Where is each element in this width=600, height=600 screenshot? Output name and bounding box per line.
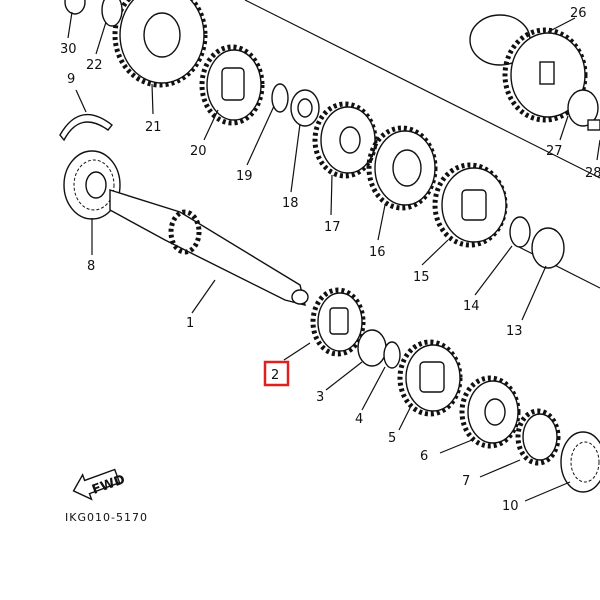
washer-3 — [357, 329, 387, 367]
washer-18 — [290, 89, 320, 127]
boundary-line — [244, 0, 600, 179]
washer-13 — [531, 227, 565, 269]
part-label-18[interactable]: 18 — [282, 196, 299, 211]
part-label-14[interactable]: 14 — [463, 299, 480, 314]
gear-21 — [112, 0, 208, 88]
drawing-code: IKG010-5170 — [65, 511, 148, 524]
gear-16 — [366, 125, 438, 211]
part-label-13[interactable]: 13 — [506, 324, 523, 339]
gear-2 — [310, 287, 366, 357]
gear-6 — [459, 375, 521, 449]
part-label-17[interactable]: 17 — [324, 220, 341, 235]
part-label-26[interactable]: 26 — [570, 6, 587, 21]
gear-17 — [312, 101, 378, 179]
part-label-20[interactable]: 20 — [190, 144, 207, 159]
gear-5 — [397, 339, 463, 417]
circlip-14 — [509, 216, 531, 248]
circlip-9 — [59, 113, 113, 142]
highlight-box — [263, 360, 290, 387]
part-label-15[interactable]: 15 — [413, 270, 430, 285]
gear-7 — [515, 408, 561, 466]
part-label-21[interactable]: 21 — [145, 120, 162, 135]
main-axle-1 — [109, 189, 309, 306]
part-label-6[interactable]: 6 — [420, 449, 428, 464]
part-label-4[interactable]: 4 — [355, 412, 363, 427]
part-label-9[interactable]: 9 — [67, 72, 75, 87]
bolt-28 — [587, 119, 600, 131]
part-label-3[interactable]: 3 — [316, 390, 324, 405]
part-label-30[interactable]: 30 — [60, 42, 77, 57]
circlip-19 — [271, 83, 289, 113]
boundary-line — [514, 244, 600, 289]
part-label-27[interactable]: 27 — [546, 144, 563, 159]
bearing-10 — [560, 431, 600, 493]
part-label-22[interactable]: 22 — [86, 58, 103, 73]
part-label-8[interactable]: 8 — [87, 259, 95, 274]
part-label-5[interactable]: 5 — [388, 431, 396, 446]
part-label-1[interactable]: 1 — [186, 316, 194, 331]
fwd-arrow-icon — [72, 468, 121, 501]
circlip-4 — [383, 341, 401, 369]
part-label-10[interactable]: 10 — [502, 499, 519, 514]
leader-lines — [67, 11, 600, 502]
part-label-16[interactable]: 16 — [369, 245, 386, 260]
gear-15 — [432, 162, 508, 248]
part-label-7[interactable]: 7 — [462, 474, 470, 489]
gear-26 — [469, 14, 588, 123]
bearing-30 — [64, 0, 86, 15]
part-label-19[interactable]: 19 — [236, 169, 253, 184]
washer-22 — [101, 0, 123, 27]
lock-washer-27 — [567, 89, 599, 127]
part-label-28[interactable]: 28 — [585, 166, 600, 181]
gear-20 — [199, 44, 265, 126]
part-label-2[interactable]: 2 — [271, 368, 279, 383]
